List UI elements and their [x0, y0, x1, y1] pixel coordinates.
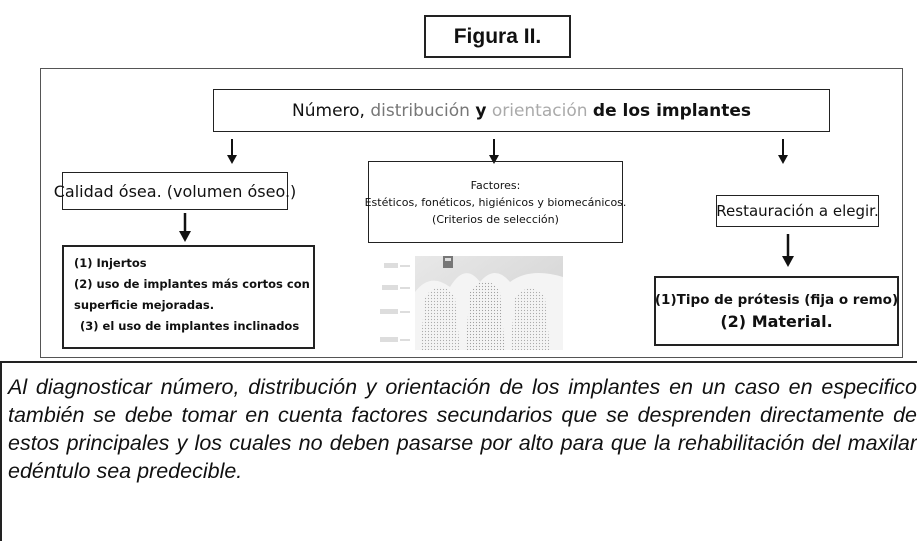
- factores-list: Estéticos, fonéticos, higiénicos y biome…: [364, 195, 627, 209]
- main-node: Número, distribución y orientación de lo…: [213, 89, 830, 132]
- list-item: (3) el uso de implantes inclinados: [80, 319, 300, 333]
- factores-node: Factores: Estéticos, fonéticos, higiénic…: [365, 161, 626, 243]
- calidad-osea-options: (1) Injertos (2) uso de implantes más co…: [62, 245, 315, 349]
- main-node-distribucion: distribución: [370, 100, 470, 121]
- caption-text: Al diagnosticar número, distribución y o…: [0, 361, 917, 541]
- arrow-down-icon: [778, 139, 788, 164]
- list-item: (1)Tipo de prótesis (fija o remo): [654, 292, 899, 308]
- restauracion-node: Restauración a elegir.: [716, 195, 879, 227]
- calidad-osea-node: Calidad ósea. (volumen óseo.): [54, 172, 296, 210]
- implant-render-image: [370, 252, 565, 350]
- main-node-y: y: [475, 100, 487, 121]
- main-node-orientacion: orientación: [491, 100, 588, 121]
- figure-title: Figura II.: [424, 15, 571, 58]
- list-item: (2) Material.: [720, 312, 833, 331]
- list-item: superficie mejoradas.: [74, 298, 215, 312]
- list-item: (1) Injertos: [74, 256, 147, 270]
- main-node-implantes: de los implantes: [592, 100, 751, 121]
- factores-criteria: (Criterios de selección): [432, 212, 559, 226]
- factores-heading: Factores:: [470, 178, 521, 192]
- arrow-down-icon: [782, 234, 794, 267]
- main-node-numero: Número,: [292, 100, 365, 121]
- list-item: (2) uso de implantes más cortos con: [74, 277, 310, 291]
- arrow-down-icon: [227, 139, 237, 164]
- arrow-down-icon: [489, 139, 499, 164]
- arrow-down-icon: [179, 213, 191, 242]
- diagram-frame: [40, 68, 903, 358]
- restauracion-options: (1)Tipo de prótesis (fija o remo) (2) Ma…: [654, 276, 899, 346]
